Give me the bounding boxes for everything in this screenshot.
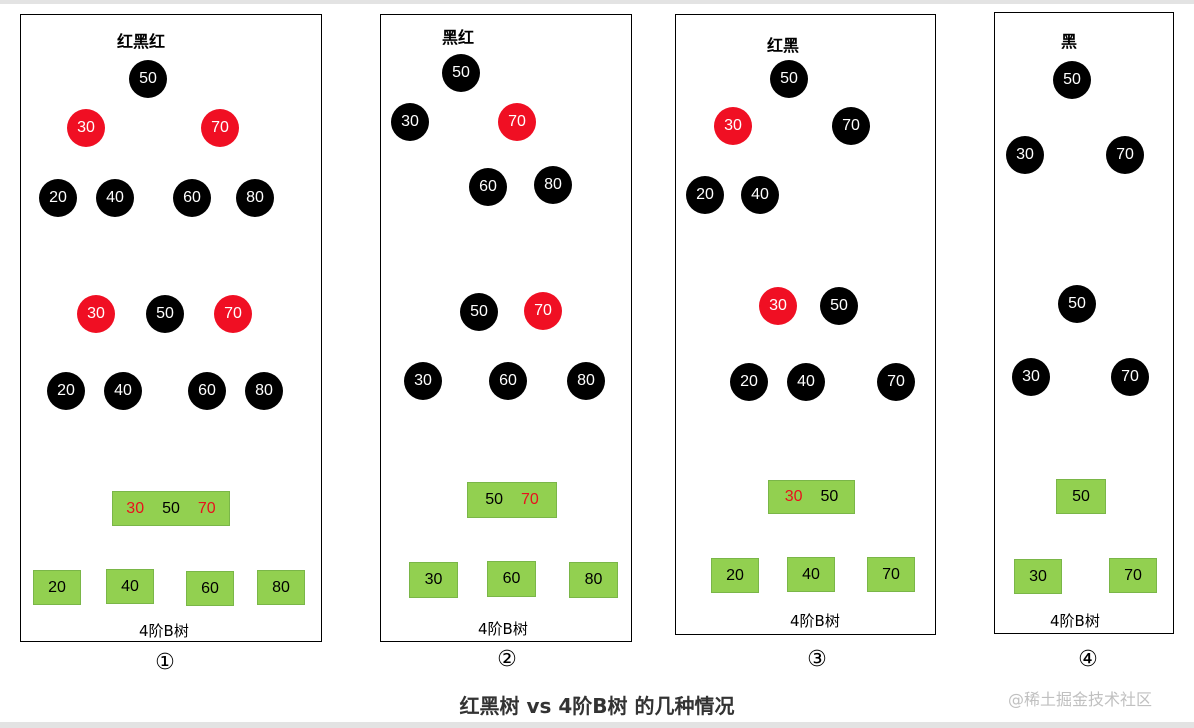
p4-mid-right: 70 — [1111, 358, 1149, 396]
p3-mid-root: 50 — [820, 287, 858, 325]
p2-btree-child: 80 — [569, 562, 618, 598]
p3-top-lr: 40 — [741, 176, 779, 214]
watermark: @稀土掘金技术社区 — [1008, 690, 1153, 709]
p4-mid-root: 50 — [1058, 285, 1096, 323]
p4-btree-child: 70 — [1109, 558, 1157, 593]
p3-btree-child: 70 — [867, 557, 915, 592]
panel-2-title: 黑红 — [442, 28, 475, 47]
p1-top-right: 70 — [201, 109, 239, 147]
p2-btree-child: 30 — [409, 562, 458, 598]
p1-btree-child: 40 — [106, 569, 154, 604]
p1-btree-child: 20 — [33, 570, 81, 605]
p1-mid-center: 50 — [146, 295, 184, 333]
p1-mid-right: 70 — [214, 295, 252, 333]
panel-1-number: ① — [155, 650, 175, 675]
p2-mid-rl: 60 — [489, 362, 527, 400]
panel-3-title: 红黑 — [767, 36, 800, 55]
bottom-divider — [0, 722, 1194, 728]
p2-btree-key: 70 — [521, 491, 539, 508]
p4-btree-key: 50 — [1072, 487, 1090, 505]
panel-4 — [994, 12, 1174, 634]
p2-btree-key: 50 — [485, 491, 503, 508]
p1-mid-ll: 20 — [47, 372, 85, 410]
p1-top-rr: 80 — [236, 179, 274, 217]
p2-mid-ll: 30 — [404, 362, 442, 400]
p3-top-right: 70 — [832, 107, 870, 145]
top-divider — [0, 0, 1194, 4]
p4-btree-root: 50 — [1056, 479, 1106, 514]
p1-top-ll: 20 — [39, 179, 77, 217]
panel-3 — [675, 14, 936, 635]
p2-btree-label: 4阶B树 — [478, 620, 528, 638]
p4-top-root: 50 — [1053, 61, 1091, 99]
p1-btree-key: 30 — [126, 499, 145, 517]
p1-top-rl: 60 — [173, 179, 211, 217]
p2-btree-child: 60 — [487, 561, 536, 597]
p1-mid-left: 30 — [77, 295, 115, 333]
p4-btree-child: 30 — [1014, 559, 1062, 594]
p1-top-root: 50 — [129, 60, 167, 98]
p1-mid-lr: 40 — [104, 372, 142, 410]
panel-2-number: ② — [497, 647, 517, 672]
p3-btree-root: 30 50 — [768, 480, 855, 514]
p2-mid-rr: 80 — [567, 362, 605, 400]
panel-3-number: ③ — [807, 647, 827, 672]
p4-top-right: 70 — [1106, 136, 1144, 174]
figure-caption: 红黑树 vs 4阶B树 的几种情况 — [459, 694, 735, 718]
p2-mid-right: 70 — [524, 292, 562, 330]
p3-top-left: 30 — [714, 107, 752, 145]
p3-top-ll: 20 — [686, 176, 724, 214]
p3-top-root: 50 — [770, 60, 808, 98]
p4-btree-label: 4阶B树 — [1050, 612, 1100, 630]
p1-btree-root: 30 50 70 — [112, 491, 230, 526]
p3-mid-rr: 70 — [877, 363, 915, 401]
p1-btree-label: 4阶B树 — [139, 622, 189, 640]
p3-mid-left: 30 — [759, 287, 797, 325]
p3-btree-child: 20 — [711, 558, 759, 593]
p3-btree-key: 50 — [820, 488, 839, 505]
p1-top-lr: 40 — [96, 179, 134, 217]
p2-top-left: 30 — [391, 103, 429, 141]
p3-btree-child: 40 — [787, 557, 835, 592]
p4-top-left: 30 — [1006, 136, 1044, 174]
p1-top-left: 30 — [67, 109, 105, 147]
p2-top-right: 70 — [498, 103, 536, 141]
p2-top-rl: 60 — [469, 168, 507, 206]
p4-mid-left: 30 — [1012, 358, 1050, 396]
p1-btree-child: 80 — [257, 570, 305, 605]
p1-btree-key: 50 — [162, 499, 180, 517]
p1-btree-child: 60 — [186, 571, 234, 606]
p1-mid-rr: 80 — [245, 372, 283, 410]
p3-mid-ll: 20 — [730, 363, 768, 401]
panel-1-title: 红黑红 — [117, 32, 166, 51]
p2-mid-root: 50 — [460, 293, 498, 331]
p3-btree-key: 30 — [784, 488, 803, 505]
panel-4-title: 黑 — [1061, 32, 1078, 51]
panel-4-number: ④ — [1078, 647, 1098, 672]
p2-top-root: 50 — [442, 54, 480, 92]
p1-btree-key: 70 — [197, 499, 216, 517]
p3-mid-lr: 40 — [787, 363, 825, 401]
p1-mid-rl: 60 — [188, 372, 226, 410]
p2-top-rr: 80 — [534, 166, 572, 204]
p3-btree-label: 4阶B树 — [790, 612, 840, 630]
p2-btree-root: 50 70 — [467, 482, 557, 518]
